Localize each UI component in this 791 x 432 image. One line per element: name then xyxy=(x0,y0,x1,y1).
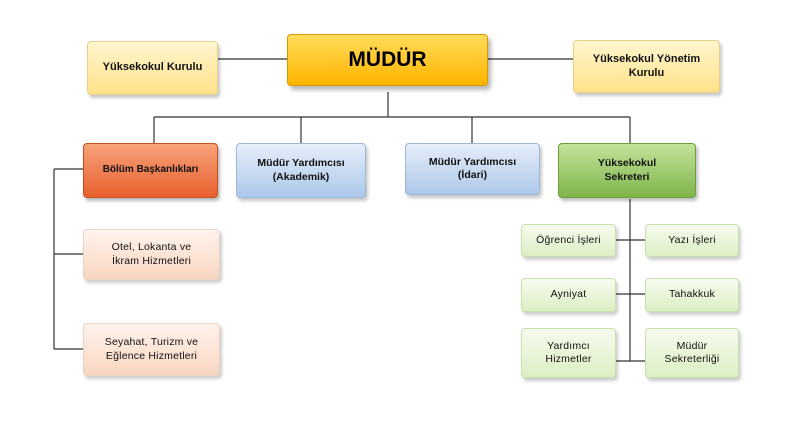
accrual-label: Tahakkuk xyxy=(669,288,715,301)
student-affairs-label: Öğrenci İşleri xyxy=(536,233,601,246)
support-services-box: Yardımcı Hizmetler xyxy=(521,328,616,378)
school-executive-board-label: Yüksekokul Yönetim Kurulu xyxy=(592,52,701,79)
vice-director-academic-label: Müdür Yardımcısı (Akademik) xyxy=(257,157,345,183)
department-heads-label: Bölüm Başkanlıkları xyxy=(102,164,199,176)
department-hotel-catering-box: Otel, Lokanta ve İkram Hizmetleri xyxy=(83,229,220,280)
vice-director-admin-box: Müdür Yardımcısı (İdari) xyxy=(405,143,540,195)
director-secretariat-label: Müdür Sekreterliği xyxy=(664,339,720,365)
school-executive-board-box: Yüksekokul Yönetim Kurulu xyxy=(573,40,720,93)
director-label: MÜDÜR xyxy=(348,47,427,71)
director-secretariat-box: Müdür Sekreterliği xyxy=(645,328,739,378)
correspondence-box: Yazı İşleri xyxy=(645,224,739,257)
school-secretary-box: Yüksekokul Sekreteri xyxy=(558,143,696,198)
school-secretary-label: Yüksekokul Sekreteri xyxy=(597,157,657,183)
department-travel-tourism-label: Seyahat, Turizm ve Eğlence Hizmetleri xyxy=(104,336,199,362)
director-box: MÜDÜR xyxy=(287,34,488,86)
department-heads-box: Bölüm Başkanlıkları xyxy=(83,143,218,198)
correspondence-label: Yazı İşleri xyxy=(668,233,716,246)
vice-director-academic-box: Müdür Yardımcısı (Akademik) xyxy=(236,143,366,198)
inventory-box: Ayniyat xyxy=(521,278,616,312)
department-travel-tourism-box: Seyahat, Turizm ve Eğlence Hizmetleri xyxy=(83,323,220,376)
school-board-box: Yüksekokul Kurulu xyxy=(87,41,218,95)
accrual-box: Tahakkuk xyxy=(645,278,739,312)
support-services-label: Yardımcı Hizmetler xyxy=(545,339,592,365)
vice-director-admin-label: Müdür Yardımcısı (İdari) xyxy=(428,155,517,181)
student-affairs-box: Öğrenci İşleri xyxy=(521,224,616,257)
department-hotel-catering-label: Otel, Lokanta ve İkram Hizmetleri xyxy=(111,241,192,267)
inventory-label: Ayniyat xyxy=(550,288,587,301)
school-board-label: Yüksekokul Kurulu xyxy=(102,61,203,74)
